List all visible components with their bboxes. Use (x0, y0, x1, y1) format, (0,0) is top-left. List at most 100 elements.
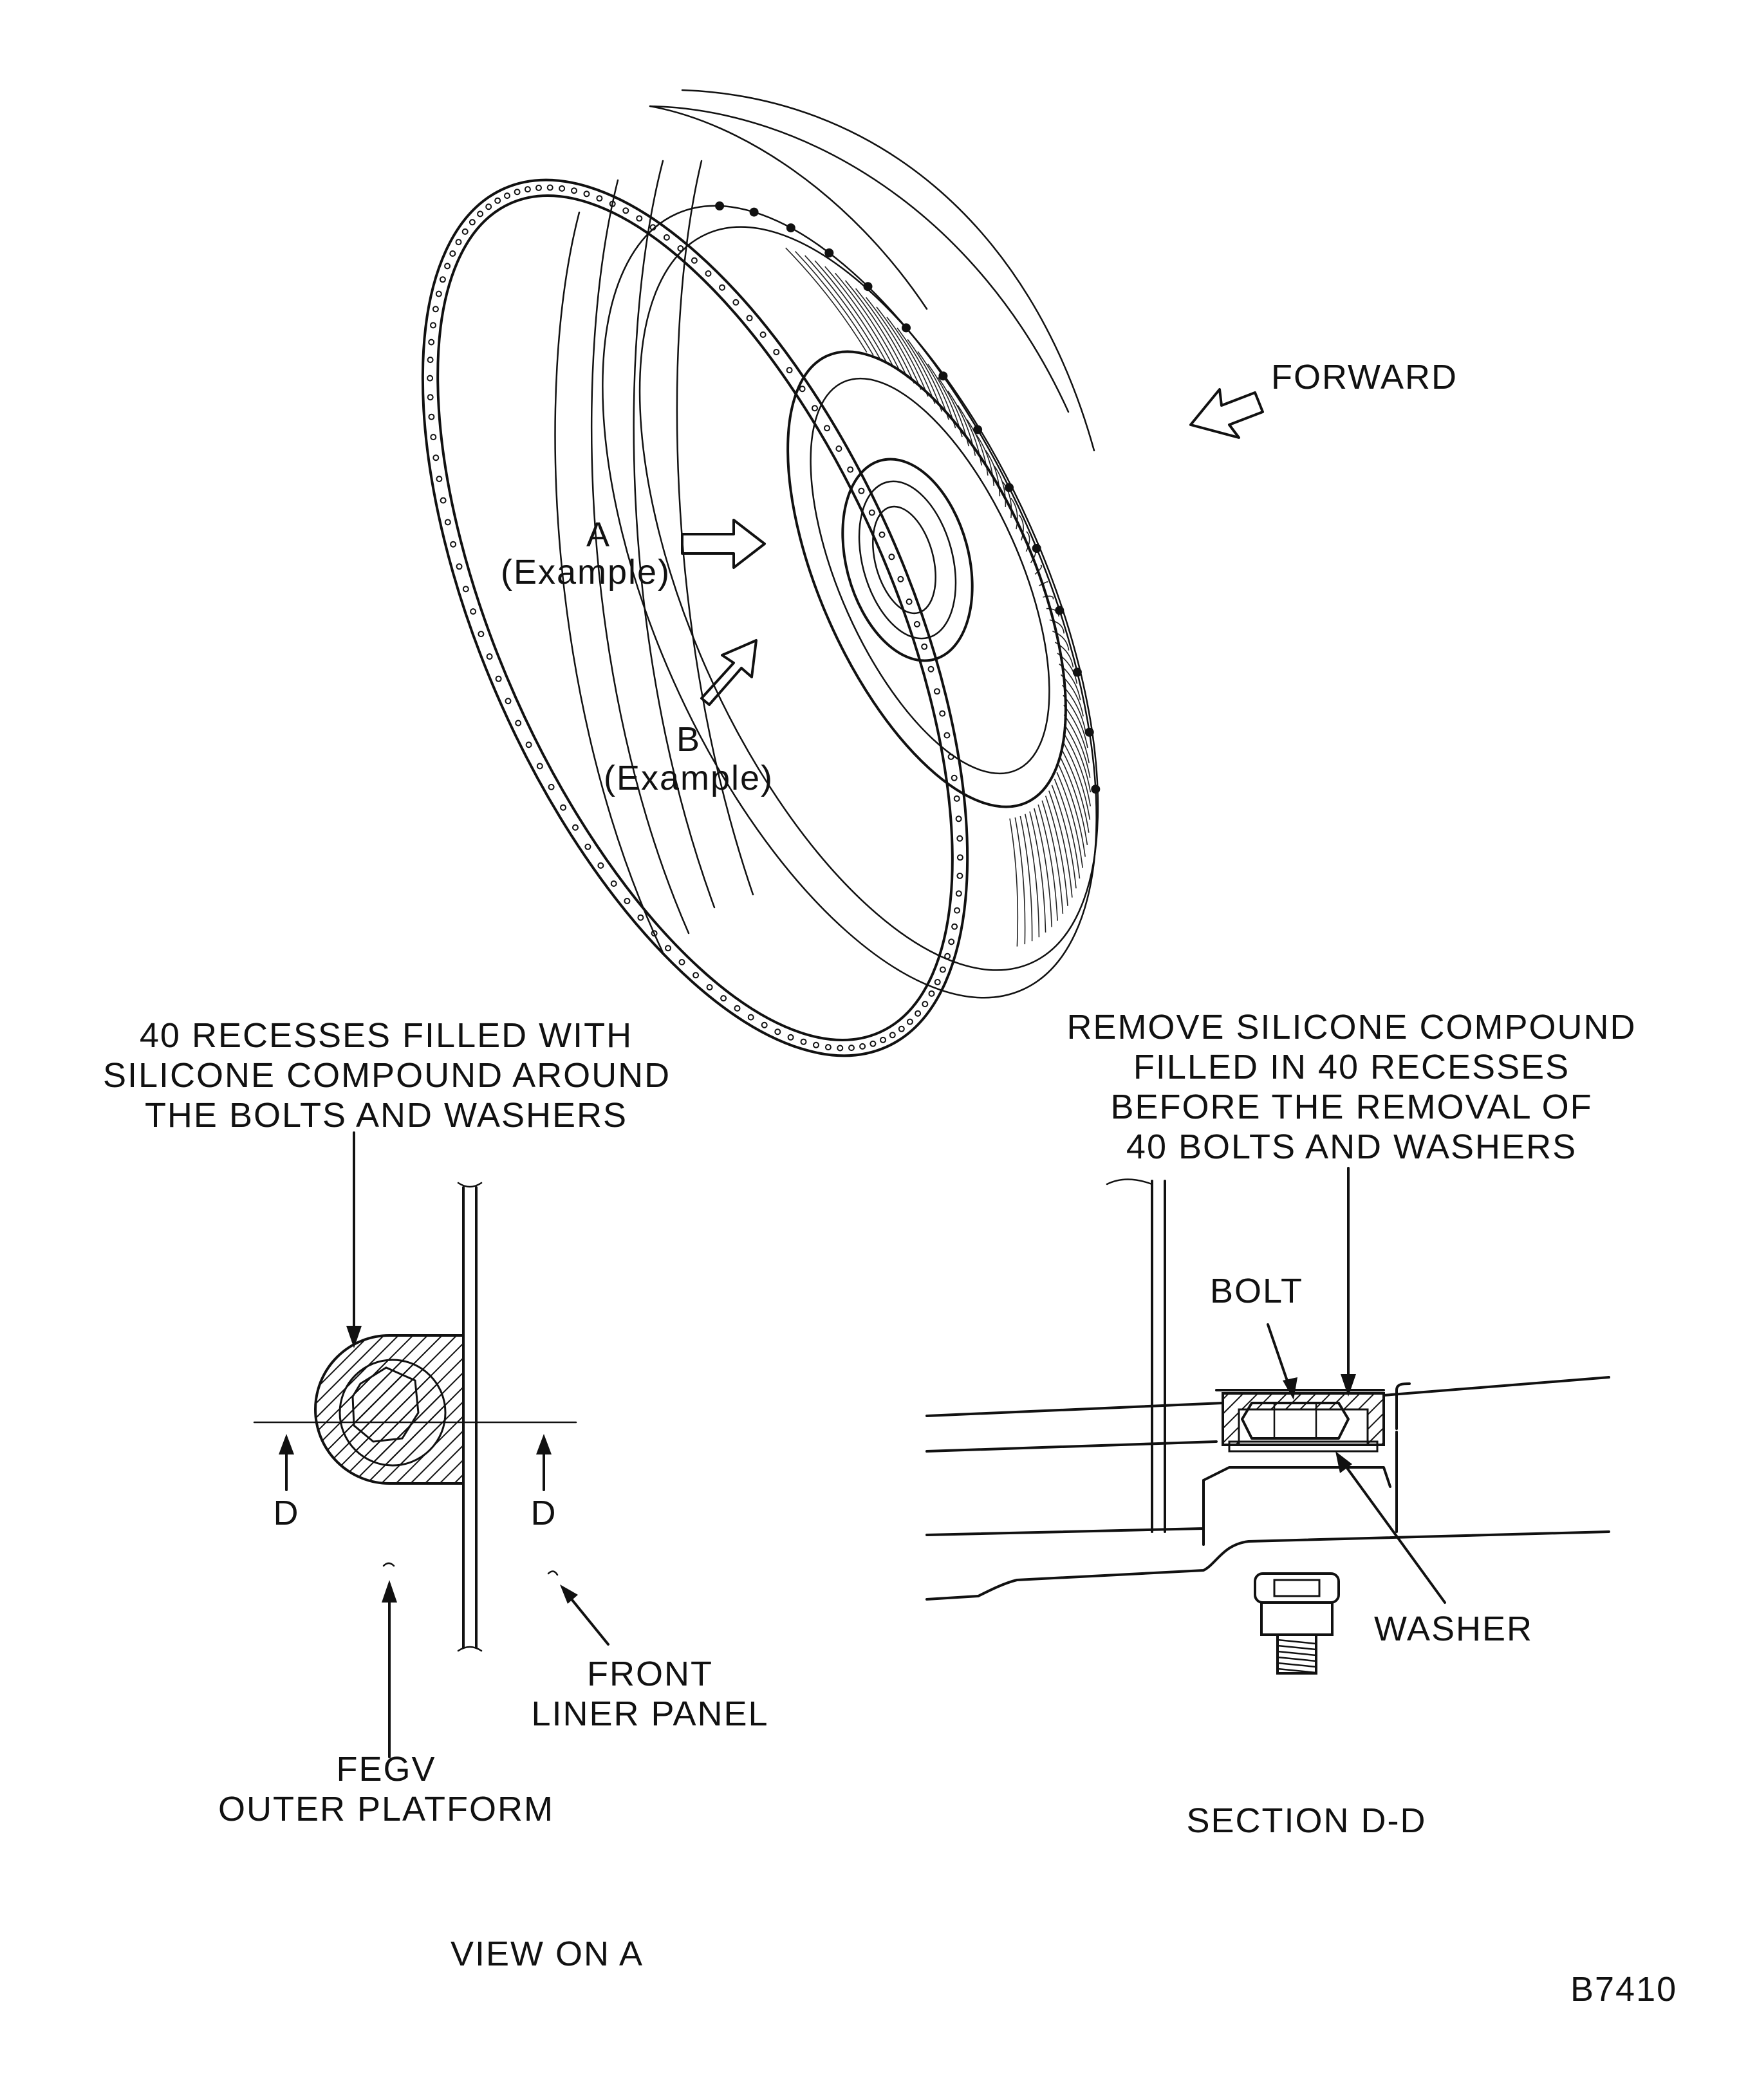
flange-hole (486, 653, 493, 660)
flange-hole (944, 732, 951, 739)
liner-bolt-dot (1005, 483, 1014, 492)
vane (844, 280, 908, 378)
vane (1054, 778, 1081, 879)
view-b-arrow-icon (700, 639, 758, 706)
bolt-label: BOLT (1210, 1272, 1304, 1310)
vane (1045, 795, 1068, 906)
liner-bolt-dot (824, 248, 834, 257)
flange-hole (734, 1005, 741, 1012)
flange-hole (514, 189, 521, 196)
flange-hole (888, 553, 895, 561)
engine-fan-case-drawing (421, 89, 1101, 1057)
liner-bolt-dot (902, 323, 911, 333)
flange-hole (470, 608, 477, 615)
view-a-example: (Example) (500, 553, 671, 591)
flange-hole (440, 497, 447, 504)
flange-hole (787, 1034, 794, 1041)
vane (1058, 765, 1086, 857)
flange-hole (906, 1018, 913, 1025)
thread-line (1276, 1668, 1317, 1674)
flange-hole (432, 306, 439, 313)
flange-hole (583, 190, 590, 198)
flange-hole (859, 1043, 866, 1050)
flange-hole (880, 1036, 886, 1043)
vane (1063, 723, 1092, 793)
flange-hole (953, 795, 960, 802)
flange-hole (879, 531, 886, 538)
vane (1034, 564, 1043, 575)
flange-hole (835, 445, 842, 452)
flange-hole (636, 215, 643, 222)
liner-bolt-dot (1055, 606, 1064, 615)
liner-bolt-dot (938, 371, 948, 381)
washer-label: WASHER (1374, 1610, 1534, 1648)
flange-hole (858, 487, 865, 494)
figure-id: B7410 (1570, 1970, 1678, 2009)
flange-hole (477, 210, 484, 218)
recesses-note-line-3: THE BOLTS AND WASHERS (144, 1096, 628, 1135)
flange-hole (427, 375, 434, 382)
flange-hole (427, 357, 434, 364)
flange-hole (933, 688, 940, 695)
flange-hole (693, 972, 700, 979)
flange-hole (906, 598, 913, 605)
flange-hole (837, 1045, 844, 1052)
flange-hole (677, 245, 684, 252)
flange-hole (559, 185, 566, 192)
thread-line (1276, 1644, 1317, 1651)
flange-hole (494, 197, 501, 204)
flange-hole (927, 665, 934, 673)
vane (1037, 804, 1058, 921)
vane (1010, 497, 1018, 530)
flange-hole (456, 563, 463, 570)
vane (1052, 630, 1070, 651)
flange-hole (956, 835, 963, 842)
liner-bolt-dot (786, 223, 795, 233)
remove-note-line-4: 40 BOLTS AND WASHERS (1126, 1128, 1577, 1166)
fegv-vane-ring (785, 247, 1092, 947)
flange-hole (596, 195, 603, 202)
flange-hole (774, 1028, 781, 1036)
flange-hole (637, 914, 644, 921)
vane (1014, 817, 1026, 945)
vane (834, 272, 901, 373)
vane (876, 306, 929, 397)
flange-hole (435, 290, 442, 297)
thread-line (1276, 1650, 1317, 1657)
liner-bolt-dot (973, 425, 983, 434)
flange-hole (432, 454, 440, 461)
flange-hole (786, 367, 793, 374)
vane (1061, 749, 1090, 833)
flange-hole (956, 872, 963, 879)
vane (1002, 481, 1012, 518)
vane (1009, 818, 1019, 947)
flange-hole (956, 854, 963, 861)
flange-hole (761, 1021, 768, 1028)
fegv-line-1: FEGV (336, 1750, 436, 1789)
flange-hole (450, 541, 457, 548)
section-mark-d-left: D (273, 1494, 300, 1532)
flange-hole (759, 331, 767, 338)
fegv-outer-platform-label: FEGV OUTER PLATFORM (193, 1749, 579, 1829)
liner-bolt-dot (715, 201, 725, 210)
vane (1060, 757, 1088, 846)
view-b-example: (Example) (603, 759, 774, 797)
vane (1034, 808, 1052, 927)
flange-hole (524, 186, 531, 193)
flange-hole (955, 815, 962, 822)
flange-hole (455, 239, 462, 246)
flange-hole (922, 1001, 929, 1008)
flange-hole (535, 184, 542, 191)
vane (1029, 811, 1046, 933)
vane (1041, 800, 1064, 914)
flange-hole (706, 984, 713, 990)
flange-hole (665, 945, 671, 952)
flange-hole (928, 990, 935, 997)
flange-hole (525, 741, 532, 748)
view-on-a-detail (253, 1131, 609, 1758)
flange-hole (951, 774, 958, 781)
vane (1018, 514, 1024, 541)
flange-hole (847, 466, 854, 473)
remove-compound-note: REMOVE SILICONE COMPOUND FILLED IN 40 RE… (1036, 1007, 1667, 1167)
